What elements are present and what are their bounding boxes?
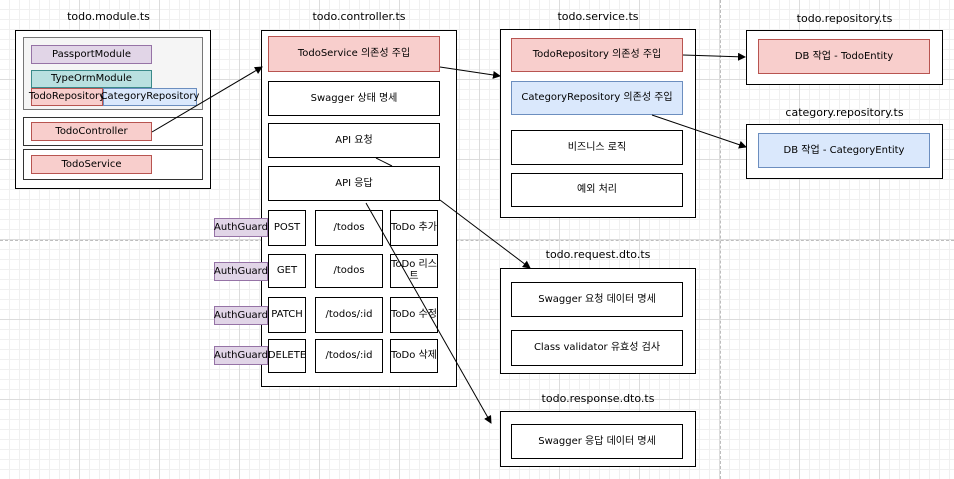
auth-guard-badge[interactable]: AuthGuard <box>214 306 268 325</box>
service-todo-di-node[interactable]: TodoRepository 의존성 주입 <box>511 38 683 72</box>
module-category-repository-node[interactable]: CategoryRepository <box>101 88 199 106</box>
module-title: todo.module.ts <box>67 10 150 23</box>
service-exception-node[interactable]: 예외 처리 <box>511 173 683 207</box>
request-dto-title: todo.request.dto.ts <box>545 248 651 261</box>
route-desc-post[interactable]: ToDo 추가 <box>390 210 438 246</box>
controller-api-response-node[interactable]: API 응답 <box>268 166 440 201</box>
passport-module-node[interactable]: PassportModule <box>31 45 152 64</box>
category-repository-node[interactable]: DB 작업 - CategoryEntity <box>758 133 930 168</box>
controller-api-request-node[interactable]: API 요청 <box>268 123 440 158</box>
controller-title: todo.controller.ts <box>312 10 406 23</box>
route-desc-delete[interactable]: ToDo 삭제 <box>390 339 438 373</box>
route-path-patch[interactable]: /todos/:id <box>315 297 383 333</box>
service-logic-node[interactable]: 비즈니스 로직 <box>511 130 683 165</box>
route-method-post[interactable]: POST <box>268 210 306 246</box>
route-method-patch[interactable]: PATCH <box>268 297 306 333</box>
response-dto-title: todo.response.dto.ts <box>541 392 655 405</box>
todo-repository-node[interactable]: DB 작업 - TodoEntity <box>758 39 930 74</box>
auth-guard-badge[interactable]: AuthGuard <box>214 262 268 281</box>
todo-repository-title: todo.repository.ts <box>796 12 893 25</box>
module-service-node[interactable]: TodoService <box>31 155 152 174</box>
controller-di-node[interactable]: TodoService 의존성 주입 <box>268 36 440 72</box>
route-desc-get[interactable]: ToDo 리스트 <box>390 254 438 288</box>
grid-dashed-guide <box>0 240 954 241</box>
response-dto-swagger-node[interactable]: Swagger 응답 데이터 명세 <box>511 424 683 459</box>
module-todo-repository-node[interactable]: TodoRepository <box>29 88 105 106</box>
route-method-get[interactable]: GET <box>268 254 306 288</box>
auth-guard-badge[interactable]: AuthGuard <box>214 218 268 237</box>
route-method-delete[interactable]: DELETE <box>268 339 306 373</box>
auth-guard-badge[interactable]: AuthGuard <box>214 346 268 365</box>
request-dto-swagger-node[interactable]: Swagger 요청 데이터 명세 <box>511 282 683 317</box>
route-desc-patch[interactable]: ToDo 수정 <box>390 297 438 333</box>
category-repository-title: category.repository.ts <box>785 106 904 119</box>
route-path-get[interactable]: /todos <box>315 254 383 288</box>
typeorm-module-node[interactable]: TypeOrmModule <box>31 70 152 88</box>
request-dto-validator-node[interactable]: Class validator 유효성 검사 <box>511 330 683 366</box>
route-path-delete[interactable]: /todos/:id <box>315 339 383 373</box>
grid-dashed-guide-vertical <box>720 0 721 479</box>
module-controller-node[interactable]: TodoController <box>31 122 152 141</box>
service-title: todo.service.ts <box>557 10 639 23</box>
controller-swagger-node[interactable]: Swagger 상태 명세 <box>268 81 440 116</box>
service-category-di-node[interactable]: CategoryRepository 의존성 주입 <box>511 81 683 115</box>
route-path-post[interactable]: /todos <box>315 210 383 246</box>
